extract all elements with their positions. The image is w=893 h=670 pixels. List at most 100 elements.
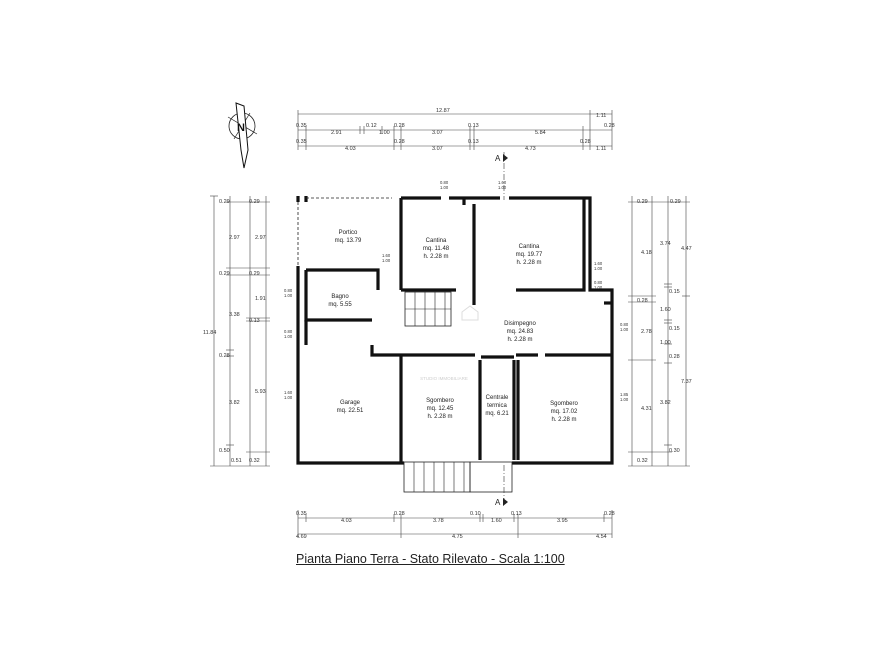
dim-label: 0.13 [468,139,479,145]
dim-label: 3.07 [432,146,443,152]
room-height: h. 2.28 m [516,260,541,266]
dim-label: 1.00 [660,340,671,346]
room-name: Portico [339,230,358,236]
room-sgombero-2: Sgombero mq. 17.02 h. 2.28 m [550,401,578,423]
room-area: mq. 13.79 [335,238,362,244]
room-garage: Garage mq. 22.51 [337,400,364,414]
dim-label: 0.13 [249,318,260,324]
room-portico: Portico mq. 13.79 [335,230,362,244]
room-name: Cantina [519,244,540,250]
dim-label: 4.03 [341,518,352,524]
opening-label: 0.80 [284,329,293,334]
dim-label: 0.10 [470,511,481,517]
dim-label: 0.29 [249,199,260,205]
dim-label: 0.13 [511,511,522,517]
room-area: mq. 6.21 [485,411,509,417]
dim-label: 0.29 [249,271,260,277]
section-marker-top: A [495,152,508,200]
dim-right-ext: 1.11 [596,113,606,119]
opening-label: 1.60 [284,390,293,395]
room-name: Bagno [331,294,349,300]
dim-label: 7.37 [681,379,692,385]
room-name: Cantina [426,238,447,244]
opening-label: 1.00 [284,334,293,339]
opening-label: 0.80 [440,180,449,185]
dim-label: 4.69 [296,534,307,540]
dim-label: 0.15 [669,326,680,332]
dim-label: 3.78 [433,518,444,524]
room-height: h. 2.28 m [507,337,532,343]
dim-overall-left: 11.84 [203,330,216,336]
room-centrale-termica: Centrale termica mq. 6.21 [485,395,509,417]
dim-label: 3.95 [557,518,568,524]
opening-label: 1.60 [594,261,603,266]
opening-labels: 0.80 1.00 1.60 1.00 1.60 1.00 0.80 1.00 … [284,180,629,402]
dim-label: 0.32 [637,458,648,464]
dim-label: 0.28 [394,139,405,145]
north-arrow-icon: N [227,102,258,169]
room-height: h. 2.28 m [427,414,452,420]
dim-label: 0.51 [231,458,242,464]
room-disimpegno: Disimpegno mq. 24.83 h. 2.28 m [504,321,536,343]
dim-label: 1.00 [379,130,390,136]
room-name: Centrale [486,395,509,401]
opening-label: 1.00 [284,395,293,400]
dim-label: 3.82 [660,400,671,406]
room-area: mq. 11.48 [423,246,450,252]
dim-label: 0.28 [604,123,615,129]
dim-label: 3.82 [229,400,240,406]
dim-label: 1.60 [491,518,502,524]
dim-label: 0.28 [604,511,615,517]
room-name: Sgombero [550,401,578,407]
svg-text:N: N [237,122,245,134]
room-area: mq. 22.51 [337,408,364,414]
dim-label: 0.29 [670,199,681,205]
dim-label: 0.35 [296,139,307,145]
opening-label: 0.80 [284,288,293,293]
opening-label: 1.00 [620,327,629,332]
dim-label: 3.07 [432,130,443,136]
room-name-2: termica [487,403,507,409]
dim-label: 5.84 [535,130,546,136]
dim-overall: 12.87 [436,108,450,114]
opening-label: 1.60 [498,180,507,185]
dim-label: 0.50 [219,448,230,454]
opening-label: 1.00 [594,285,603,290]
dim-label: 0.28 [580,139,591,145]
dim-label: 4.31 [641,406,652,412]
opening-label: 0.80 [594,280,603,285]
dim-label: 0.28 [637,298,648,304]
room-area: mq. 12.45 [427,406,454,412]
opening-label: 1.00 [498,185,507,190]
walls [296,196,614,465]
opening-label: 1.85 [620,392,629,397]
room-area: mq. 17.02 [551,409,578,415]
dim-label: 0.30 [669,448,680,454]
dim-label: 5.93 [255,389,266,395]
dim-label: 0.29 [219,271,230,277]
left-dimensions: 0.29 2.97 0.29 3.38 0.28 3.82 0.50 11.84… [203,195,270,467]
dim-label: 3.38 [229,312,240,318]
dim-label: 2.97 [229,235,240,241]
dim-label: 1.11 [596,146,606,152]
svg-text:A: A [495,154,501,163]
opening-label: 1.60 [382,253,391,258]
dim-label: 4.75 [452,534,463,540]
dim-label: 0.12 [366,123,377,129]
room-area: mq. 5.55 [328,302,352,308]
dim-label: 0.28 [219,353,230,359]
opening-label: 1.00 [594,266,603,271]
room-name: Sgombero [426,398,454,404]
opening-label: 0.80 [620,322,629,327]
dim-label: 0.13 [468,123,479,129]
dim-label: 0.28 [394,123,405,129]
stair [404,291,452,327]
svg-text:A: A [495,498,501,507]
opening-label: 1.00 [382,258,391,263]
dim-label: 4.47 [681,246,692,252]
room-area: mq. 24.83 [507,329,534,335]
room-cantina-1: Cantina mq. 11.48 h. 2.28 m [423,238,450,260]
dim-label: 0.28 [669,354,680,360]
dim-label: 0.29 [637,199,648,205]
